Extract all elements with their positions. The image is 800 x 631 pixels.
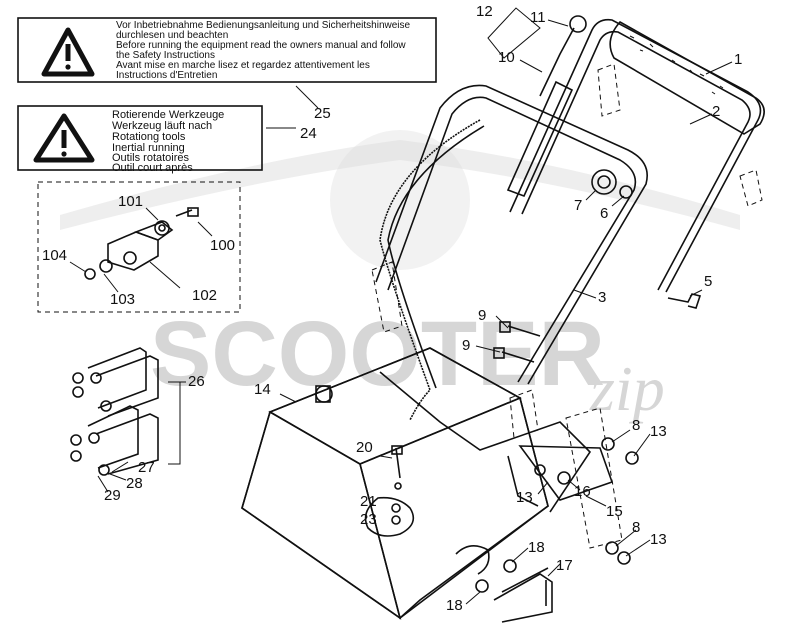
part-label-18a: 18 bbox=[528, 539, 545, 556]
watermark: SCOOTER zip bbox=[60, 130, 740, 424]
warning-triangle-icon bbox=[33, 113, 95, 163]
handle-assembly bbox=[375, 15, 765, 385]
label-24-line-1: Rotierende Werkzeuge bbox=[112, 109, 224, 121]
part-label-29: 29 bbox=[104, 487, 121, 504]
part-label-5: 5 bbox=[704, 273, 712, 290]
part-label-103: 103 bbox=[110, 291, 135, 308]
warning-label-25: Vor Inbetriebnahme Bedienungsanleitung u… bbox=[17, 17, 437, 83]
leader-lines bbox=[97, 7, 733, 605]
label-25-line-4: the Safety Instructions bbox=[116, 50, 215, 61]
part-label-27: 27 bbox=[138, 459, 155, 476]
part-label-24: 24 bbox=[300, 125, 317, 142]
part-label-2: 2 bbox=[712, 103, 720, 120]
u-bolt-set bbox=[70, 347, 159, 476]
watermark-text: SCOOTER bbox=[150, 303, 605, 405]
part-label-14: 14 bbox=[254, 381, 271, 398]
part-label-17: 17 bbox=[556, 557, 573, 574]
label-24-line-3: Rotationg tools bbox=[112, 131, 186, 143]
watermark-script: zip bbox=[589, 353, 665, 424]
part-label-25: 25 bbox=[314, 105, 331, 122]
label-24-line-2: Werkzeug läuft nach bbox=[112, 120, 212, 132]
part-label-7: 7 bbox=[574, 197, 582, 214]
part-label-20: 20 bbox=[356, 439, 373, 456]
part-label-16: 16 bbox=[574, 483, 591, 500]
part-label-101: 101 bbox=[118, 193, 143, 210]
part-label-104: 104 bbox=[42, 247, 67, 264]
mower-housing bbox=[241, 347, 592, 620]
part-label-28: 28 bbox=[126, 475, 143, 492]
part-label-11: 11 bbox=[530, 9, 546, 26]
label-25-line-5: Avant mise en marche lisez et regardez a… bbox=[116, 60, 370, 71]
part-labels: 1 2 3 5 6 7 8 8 9 9 10 11 12 13 13 13 14… bbox=[42, 3, 742, 614]
label-25-line-3: Before running the equipment read the ow… bbox=[116, 40, 406, 51]
label-24-line-6: Outil court après bbox=[112, 162, 193, 174]
part-label-26: 26 bbox=[188, 373, 205, 390]
part-label-102: 102 bbox=[192, 287, 217, 304]
warning-triangle-icon bbox=[41, 27, 95, 77]
bracket-assembly bbox=[84, 207, 199, 280]
part-label-9b: 9 bbox=[462, 337, 470, 354]
label-25-line-1: Vor Inbetriebnahme Bedienungsanleitung u… bbox=[116, 20, 411, 31]
label-24-line-5: Outils rotatoires bbox=[112, 152, 190, 164]
warning-label-24: Rotierende Werkzeuge Werkzeug läuft nach… bbox=[17, 105, 263, 174]
part-label-1: 1 bbox=[734, 51, 742, 68]
part-label-13c: 13 bbox=[516, 489, 533, 506]
part-label-3: 3 bbox=[598, 289, 606, 306]
part-label-15: 15 bbox=[606, 503, 623, 520]
part-label-12: 12 bbox=[476, 3, 493, 20]
part-label-8a: 8 bbox=[632, 417, 640, 434]
label-24-line-4: Inertial running bbox=[112, 142, 185, 154]
part-label-6: 6 bbox=[600, 205, 608, 222]
part-label-100: 100 bbox=[210, 237, 235, 254]
part-label-23: 23 bbox=[360, 511, 377, 528]
label-25-line-6: Instructions d'Entretien bbox=[116, 70, 217, 81]
part-label-9a: 9 bbox=[478, 307, 486, 324]
part-label-8b: 8 bbox=[632, 519, 640, 536]
part-label-10: 10 bbox=[498, 49, 515, 66]
part-label-21: 21 bbox=[360, 493, 377, 510]
part-label-13a: 13 bbox=[650, 423, 667, 440]
label-25-line-2: durchlesen und beachten bbox=[116, 30, 228, 41]
part-label-18b: 18 bbox=[446, 597, 463, 614]
part-label-13b: 13 bbox=[650, 531, 667, 548]
